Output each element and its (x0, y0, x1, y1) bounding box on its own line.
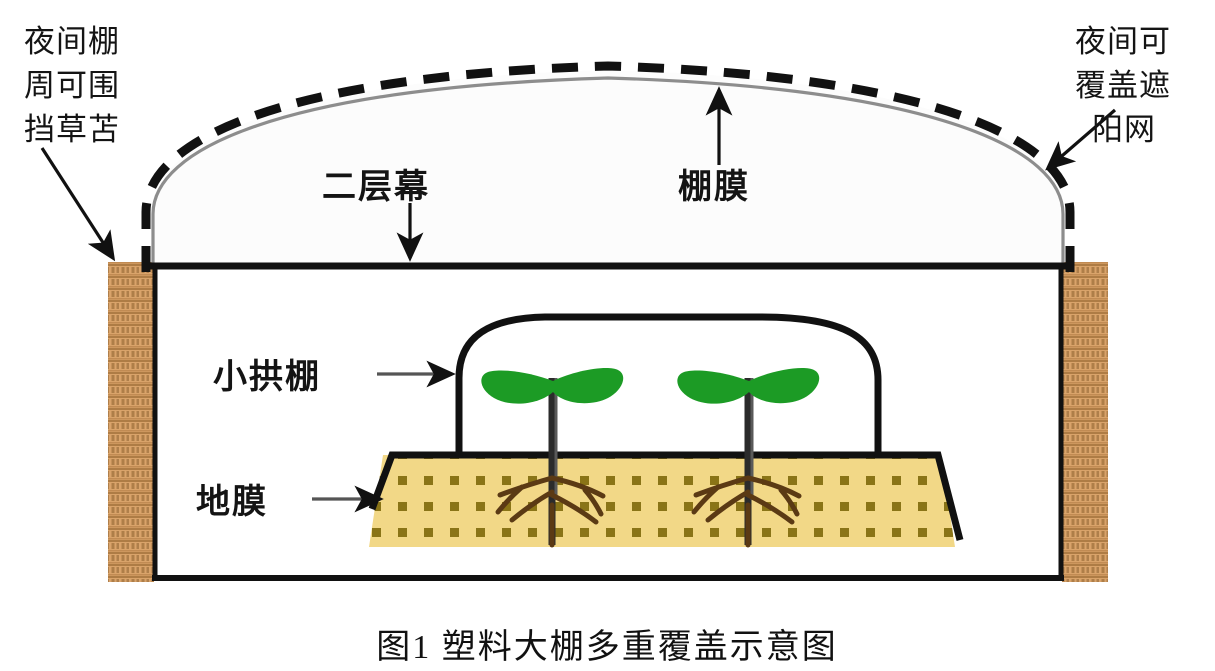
night-shade-net-label: 夜间可 覆盖遮 阳网 (1075, 24, 1171, 147)
soil-bed (369, 455, 955, 547)
seedling-roots (691, 475, 802, 548)
shed-film-label: 棚膜 (678, 168, 750, 206)
night-straw-mat-arrow (40, 147, 116, 262)
ground-film-line (368, 451, 964, 541)
shed-film-arc (151, 76, 1065, 270)
seedling-leaf-right (553, 368, 624, 404)
small-tunnel-arc (455, 313, 882, 459)
night-shade-net-label-line-2: 覆盖遮 (1075, 68, 1171, 103)
straw-mat-right (1062, 262, 1108, 582)
seedling-left (481, 368, 624, 548)
ground-mulch-film-label: 地膜 (196, 483, 268, 521)
small-arch-tunnel-label: 小拱棚 (213, 358, 321, 396)
straw-mat-left (108, 262, 154, 582)
night-shade-net-label-line-1: 夜间可 (1075, 24, 1171, 59)
night-shade-net-label-line-3: 阳网 (1092, 112, 1156, 147)
night-straw-mat-label-line-3: 挡草苫 (24, 112, 120, 147)
night-straw-mat-label: 夜间棚 周可围 挡草苫 (24, 24, 120, 147)
shade-net-arc (141, 61, 1075, 272)
night-straw-mat-label-line-2: 周可围 (24, 68, 120, 103)
dome-interior (153, 70, 1063, 264)
seedling-leaf-left (677, 370, 749, 404)
night-shade-net-arrow (1045, 108, 1117, 171)
seedling-right (677, 368, 820, 548)
night-straw-mat-label-line-1: 夜间棚 (24, 24, 120, 59)
figure-caption: 图1 塑料大棚多重覆盖示意图 (376, 628, 838, 666)
seedling-leaf-left (481, 370, 553, 404)
seedling-leaf-right (749, 368, 820, 404)
second-layer-curtain-label: 二层幕 (322, 168, 430, 206)
seedling-roots (495, 475, 606, 548)
